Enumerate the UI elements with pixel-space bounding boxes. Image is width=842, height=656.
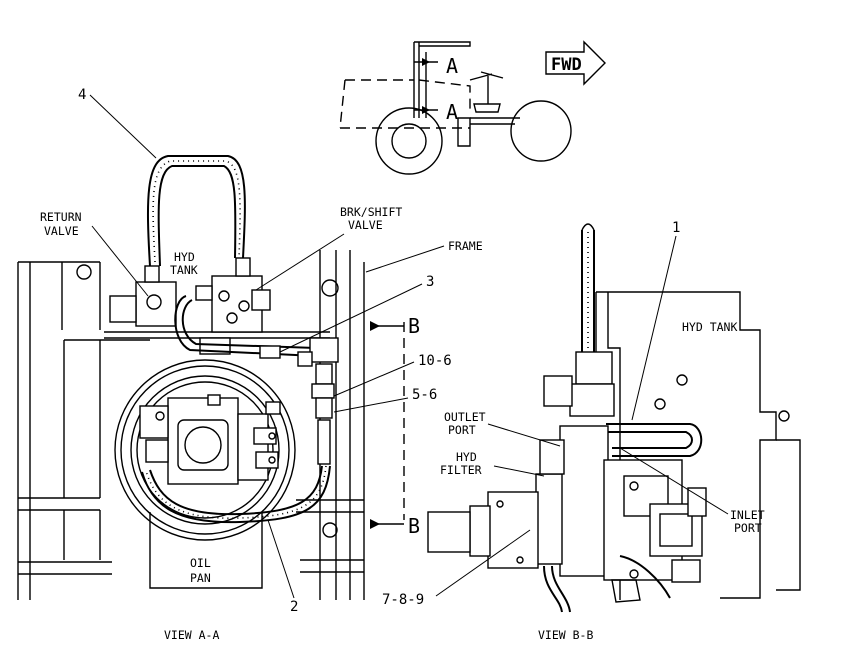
section-mark-b-lower: B: [408, 514, 420, 538]
brk-shift-valve-label-2: VALVE: [348, 218, 383, 232]
forward-arrow-icon: FWD: [545, 40, 606, 86]
frame-label: FRAME: [448, 239, 483, 253]
view-b-b: HYD TANK OUTLE: [382, 220, 801, 613]
inlet-port-label-2: PORT: [734, 521, 762, 535]
return-valve-label-1: RETURN: [40, 210, 82, 224]
callout-7-8-9: 7-8-9: [382, 592, 424, 608]
view-a-a-caption: VIEW A-A: [164, 628, 219, 642]
inlet-port-label-1: INLET: [730, 508, 765, 522]
section-mark-a-lower: A: [446, 100, 458, 124]
return-valve-label-2: VALVE: [44, 224, 79, 238]
fitting-stack: [259, 337, 339, 465]
hyd-filter-label-2: FILTER: [440, 463, 482, 477]
callout-1: 1: [672, 220, 680, 236]
brk-shift-valve-label-1: BRK/SHIFT: [340, 205, 402, 219]
callout-5-6: 5-6: [412, 387, 437, 403]
oil-pan-label-1: OIL: [190, 556, 211, 570]
pump-assembly: [139, 394, 281, 485]
callout-3: 3: [426, 274, 434, 290]
tractor-side-view: A A: [339, 41, 572, 175]
view-b-b-caption: VIEW B-B: [538, 628, 593, 642]
section-mark-b-upper: B: [408, 314, 420, 338]
view-a-a: OIL PAN: [17, 87, 483, 615]
hyd-tank-right-label: HYD TANK: [682, 320, 737, 334]
hyd-tank-assembly: [109, 257, 271, 355]
callout-10-6: 10-6: [418, 353, 452, 369]
hyd-tank-label-2: TANK: [170, 263, 198, 277]
hyd-tank-label-1: HYD: [174, 250, 195, 264]
outlet-port-label-1: OUTLET: [444, 410, 486, 424]
fwd-label: FWD: [551, 55, 582, 75]
outlet-port-label-2: PORT: [448, 423, 476, 437]
section-mark-a-upper: A: [446, 54, 458, 78]
oil-pan-label-2: PAN: [190, 571, 211, 585]
callout-4: 4: [78, 87, 86, 103]
hyd-filter-label-1: HYD: [456, 450, 477, 464]
callout-2: 2: [290, 599, 298, 615]
